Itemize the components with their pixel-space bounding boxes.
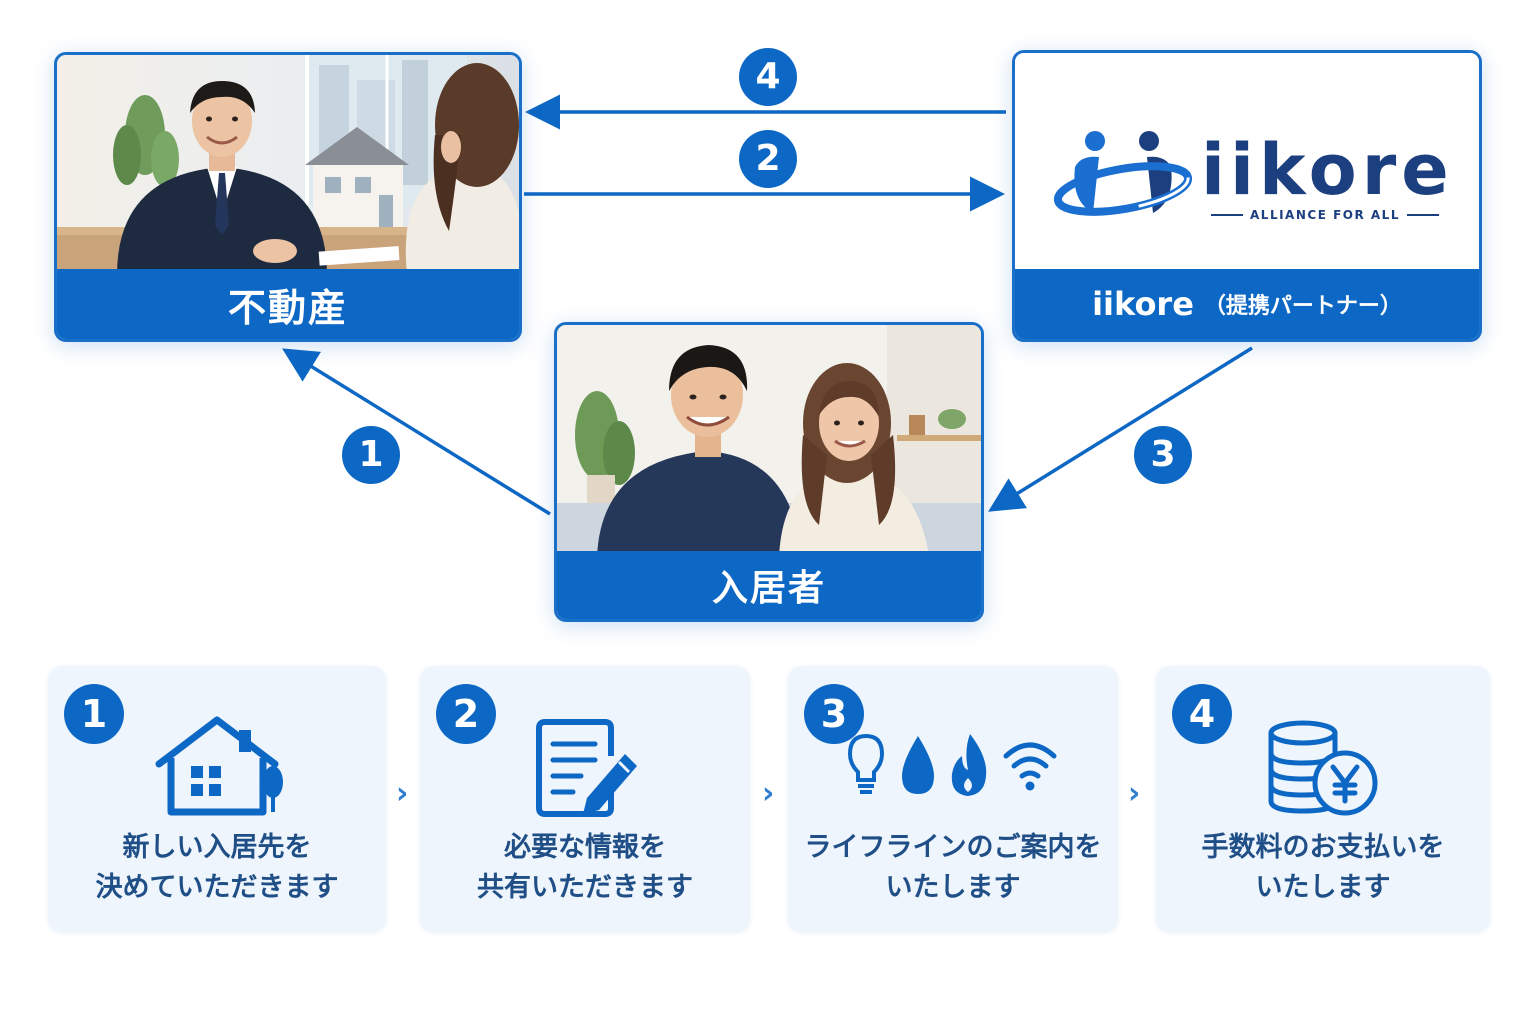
house-icon [155,716,283,816]
yen-coins-icon [1268,720,1378,816]
lifeline-icons [847,733,1057,796]
gas-flame-icon [951,734,987,796]
flow-badge-3: 3 [1134,426,1192,484]
card-resident: 入居者 [554,322,984,622]
step-badge-2: 2 [436,684,496,744]
step-3-line-2: いたします [885,872,1021,903]
card-real-estate: 不動産 [54,52,522,342]
step-chevron-3: › [1128,776,1141,811]
resident-label: 入居者 [557,551,981,619]
iikore-logo-tagline: ALLIANCE FOR ALL [1250,208,1400,222]
step-2-line-2: 共有いただきます [477,872,693,903]
step-card-2: 2 必要な情報を 共有いただきます [420,666,750,932]
step-chevron-1: › [396,776,409,811]
iikore-logo-wordmark: iikore [1201,129,1454,211]
flow-badge-4: 4 [739,48,797,106]
step-card-3: 3 [788,666,1118,932]
step-3-line-1: ライフラインのご案内を [804,832,1102,863]
iikore-label-suffix: （提携パートナー） [1203,294,1402,319]
step-text-4: 手数料のお支払いを いたします [1162,828,1484,908]
iikore-logo-icon [1053,131,1193,216]
resident-couple-photo [557,325,981,557]
arrow-3 [988,346,1253,512]
card-iikore-partner: iikore ALLIANCE FOR ALL iikore （提携パートナー） [1012,50,1482,342]
iikore-label: iikore （提携パートナー） [1015,269,1479,339]
step-card-4: 4 手数料のお支払いを いたします [1156,666,1490,932]
document-edit-icon [536,719,637,817]
step-badge-4: 4 [1172,684,1232,744]
iikore-logo-area: iikore ALLIANCE FOR ALL [1015,53,1479,275]
step-4-line-1: 手数料のお支払いを [1201,832,1445,863]
step-chevron-2: › [762,776,775,811]
real-estate-meeting-photo [57,55,519,275]
flow-badge-2: 2 [739,130,797,188]
step-1-line-1: 新しい入居先を [122,832,312,863]
step-4-line-2: いたします [1255,872,1391,903]
step-2-line-1: 必要な情報を [504,832,666,863]
tagline-rule-right [1407,214,1439,216]
arrow-1 [282,348,551,516]
wifi-icon [1003,742,1057,779]
step-text-1: 新しい入居先を 決めていただきます [54,828,380,908]
step-card-1: 1 新しい入居先を 決めていただきます [48,666,386,932]
step-badge-3: 3 [804,684,864,744]
light-bulb-icon [847,733,885,794]
step-text-2: 必要な情報を 共有いただきます [426,828,744,908]
iikore-label-name: iikore [1092,285,1194,323]
tagline-rule-left [1211,214,1243,216]
step-text-3: ライフラインのご案内を いたします [794,828,1112,908]
iikore-tagline-row: ALLIANCE FOR ALL [1211,205,1439,225]
step-1-line-2: 決めていただきます [95,872,339,903]
flow-badge-1: 1 [342,426,400,484]
real-estate-label: 不動産 [57,269,519,339]
water-drop-icon [902,736,934,794]
step-badge-1: 1 [64,684,124,744]
